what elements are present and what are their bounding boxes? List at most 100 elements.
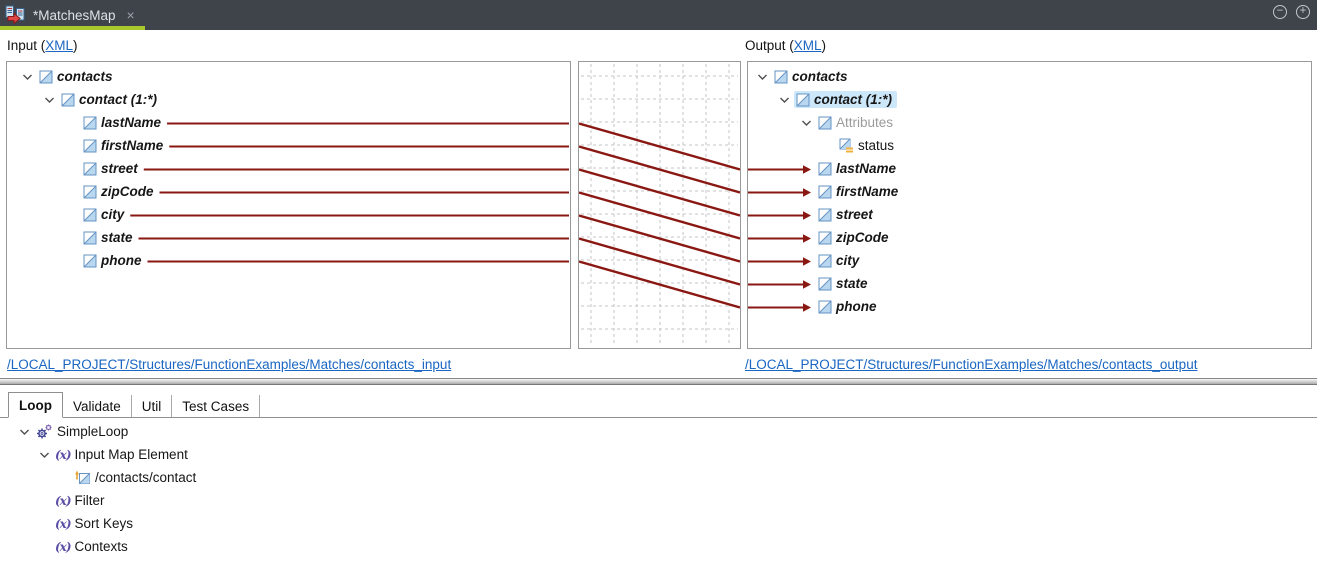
- input-xml-link[interactable]: XML: [45, 38, 74, 53]
- chevron-down-icon[interactable]: [34, 451, 54, 459]
- tree-item: street: [816, 206, 878, 223]
- tree-item-label: SimpleLoop: [57, 424, 129, 439]
- tree-item-label: Attributes: [836, 115, 894, 130]
- input-tree-row-zipcode[interactable]: zipCode: [7, 180, 570, 203]
- output-tree-row-street[interactable]: street: [748, 203, 1311, 226]
- element-icon: [60, 93, 75, 107]
- output-structure-link[interactable]: /LOCAL_PROJECT/Structures/FunctionExampl…: [745, 357, 1198, 372]
- element-icon: [817, 208, 832, 222]
- input-tree-row-street[interactable]: street: [7, 157, 570, 180]
- chevron-down-icon[interactable]: [796, 119, 816, 127]
- chevron-down-icon[interactable]: [774, 96, 794, 104]
- input-tree-row-lastname[interactable]: lastName: [7, 111, 570, 134]
- chevron-down-icon[interactable]: [14, 428, 34, 436]
- input-tree-row-contacts[interactable]: contacts: [7, 65, 570, 88]
- close-tab-icon[interactable]: ×: [126, 7, 135, 23]
- input-label-suffix: ): [73, 38, 78, 53]
- mapping-canvas[interactable]: [578, 61, 741, 349]
- output-tree-row-zipcode[interactable]: zipCode: [748, 226, 1311, 249]
- input-tree: contacts contact (1:*) lastName firstName st…: [7, 62, 570, 272]
- output-panel-header: Output (XML): [745, 38, 826, 58]
- mapped-element-icon: [75, 470, 91, 485]
- input-tree-row-city[interactable]: city: [7, 203, 570, 226]
- map-icon: [5, 5, 26, 25]
- tree-item-label: firstName: [101, 138, 164, 153]
- input-tree-row-state[interactable]: state: [7, 226, 570, 249]
- tab-test-cases[interactable]: Test Cases: [172, 395, 261, 417]
- output-tree-row-lastname[interactable]: lastName: [748, 157, 1311, 180]
- input-tree-row-firstname[interactable]: firstName: [7, 134, 570, 157]
- element-icon: [817, 116, 832, 130]
- output-tree-row-phone[interactable]: phone: [748, 295, 1311, 318]
- input-panel-header: Input (XML): [7, 38, 78, 58]
- output-tree-panel: contacts contact (1:*) Attributes status las…: [747, 61, 1312, 349]
- tree-item: firstName: [81, 137, 168, 154]
- expand-view-icon[interactable]: +: [1296, 5, 1310, 19]
- tree-item-label: city: [836, 253, 860, 268]
- tab-util[interactable]: Util: [132, 395, 173, 417]
- tree-item: (x)Filter: [54, 492, 110, 509]
- element-icon: [817, 277, 832, 291]
- tab-loop[interactable]: Loop: [8, 392, 63, 418]
- tree-item-label: Contexts: [74, 539, 128, 554]
- chevron-down-icon[interactable]: [39, 96, 59, 104]
- tree-item: status: [838, 137, 899, 154]
- tree-item-label: contacts: [792, 69, 848, 84]
- element-icon: [817, 231, 832, 245]
- tree-item: zipCode: [816, 229, 894, 246]
- chevron-down-icon[interactable]: [752, 73, 772, 81]
- output-tree-row-firstname[interactable]: firstName: [748, 180, 1311, 203]
- tree-item-label: state: [101, 230, 133, 245]
- tree-item: SimpleLoop: [34, 422, 133, 441]
- element-icon: [82, 208, 97, 222]
- input-tree-row-contact-1[interactable]: contact (1:*): [7, 88, 570, 111]
- loop-tree-row-filter[interactable]: (x)Filter: [0, 489, 700, 512]
- input-tree-row-phone[interactable]: phone: [7, 249, 570, 272]
- tree-item: phone: [816, 298, 882, 315]
- tree-item-label: zipCode: [101, 184, 154, 199]
- element-icon: [82, 116, 97, 130]
- function-icon: (x): [55, 447, 71, 462]
- tree-item: firstName: [816, 183, 903, 200]
- loop-tree-row-input-map-element[interactable]: (x)Input Map Element: [0, 443, 700, 466]
- loop-tree-row-sort-keys[interactable]: (x)Sort Keys: [0, 512, 700, 535]
- tree-item-label: status: [858, 138, 895, 153]
- loop-tree-row-simpleloop[interactable]: SimpleLoop: [0, 420, 700, 443]
- loop-tree-row-contacts-contact[interactable]: /contacts/contact: [0, 466, 700, 489]
- element-icon: [795, 93, 810, 107]
- tree-item: lastName: [81, 114, 166, 131]
- tree-item: lastName: [816, 160, 901, 177]
- tab-validate[interactable]: Validate: [63, 395, 132, 417]
- element-icon: [82, 162, 97, 176]
- output-label-suffix: ): [821, 38, 827, 53]
- tree-item: Attributes: [816, 114, 898, 131]
- output-tree-row-contacts[interactable]: contacts: [748, 65, 1311, 88]
- tree-item: city: [816, 252, 864, 269]
- tree-item: (x)Contexts: [54, 538, 133, 555]
- output-tree-row-contact-1[interactable]: contact (1:*): [748, 88, 1311, 111]
- editor-tab-matchesmap[interactable]: *MatchesMap ×: [0, 0, 145, 30]
- output-xml-link[interactable]: XML: [793, 38, 822, 53]
- element-icon: [82, 185, 97, 199]
- collapse-view-icon[interactable]: −: [1273, 5, 1287, 19]
- tree-item-label: lastName: [836, 161, 897, 176]
- tree-item-label: street: [836, 207, 873, 222]
- output-tree-row-city[interactable]: city: [748, 249, 1311, 272]
- chevron-down-icon[interactable]: [17, 73, 37, 81]
- tree-item-label: Filter: [74, 493, 105, 508]
- element-icon: [817, 185, 832, 199]
- input-structure-link[interactable]: /LOCAL_PROJECT/Structures/FunctionExampl…: [7, 357, 452, 372]
- tree-item: contact (1:*): [59, 91, 162, 108]
- output-tree-row-attributes[interactable]: Attributes: [748, 111, 1311, 134]
- output-tree-row-status[interactable]: status: [748, 134, 1311, 157]
- horizontal-splitter[interactable]: [0, 378, 1317, 385]
- tree-item-label: contact (1:*): [79, 92, 158, 107]
- loop-tree-row-contexts[interactable]: (x)Contexts: [0, 535, 700, 558]
- tree-item: state: [81, 229, 138, 246]
- tree-item: (x)Sort Keys: [54, 515, 138, 532]
- mapping-canvas-svg: [579, 64, 740, 346]
- tree-item-label: street: [101, 161, 138, 176]
- loop-tree: SimpleLoop (x)Input Map Element/contacts/…: [0, 420, 700, 558]
- output-tree-row-state[interactable]: state: [748, 272, 1311, 295]
